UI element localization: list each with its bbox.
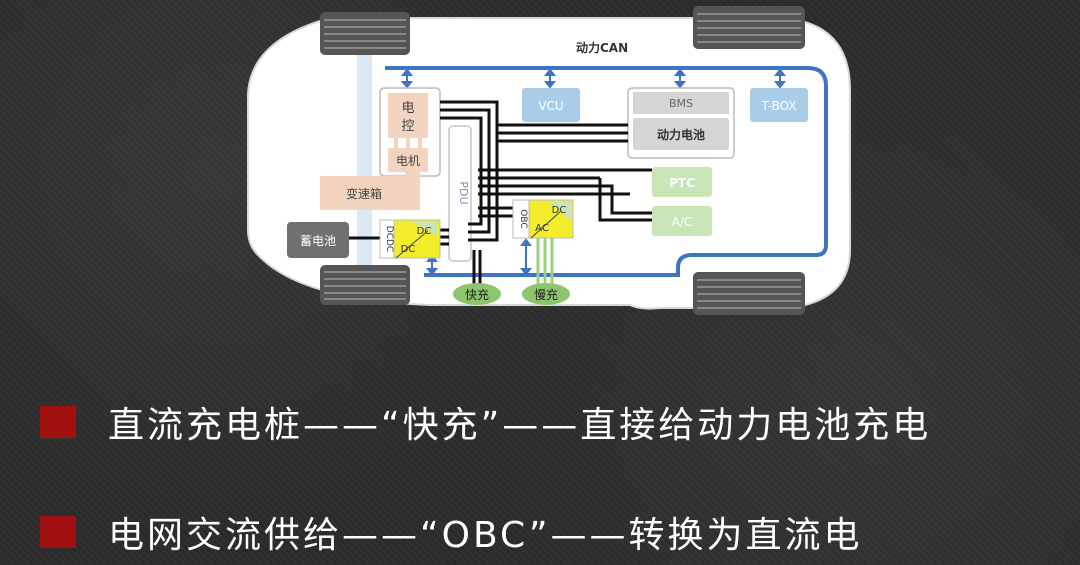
front-axle [357,22,372,302]
bullet-marker [40,516,76,548]
motor-controller-label-1: 电 [401,101,414,116]
vcu-label: VCU [538,99,563,113]
dcdc-top-label: DC [417,226,432,237]
gearbox-box [320,168,420,210]
obc-top-label: DC [552,205,567,216]
tbox-label: T-BOX [760,99,796,113]
can-bus-line [385,66,828,277]
motor-controller-box [388,93,428,138]
dcdc-bottom-label: DC [401,244,416,255]
aux-battery-label: 蓄电池 [300,234,336,248]
tire-rear-bottom [693,272,805,315]
bms-label: BMS [669,97,693,110]
can-label: 动力CAN [576,40,628,55]
battery-box [633,118,729,150]
vcu-box [522,88,580,122]
ac-unit-label: A/C [672,215,693,229]
can-arrows [400,68,787,276]
bms-box [633,92,729,114]
fast-charge-label: 快充 [465,287,489,302]
ptc-label: PTC [669,176,695,190]
dcdc-side-label: DCDC [384,226,394,252]
pdu-label: PDU [457,181,470,204]
car-body [247,17,851,310]
ac-charge-wiring [536,238,554,288]
tbox-box [750,88,808,122]
slow-charge-port [522,283,570,305]
tire-front-bottom [320,265,410,305]
motor-label: 电机 [396,154,420,168]
ptc-box [652,167,712,197]
gearbox-label: 变速箱 [346,186,382,201]
fast-charge-port [453,283,501,305]
bullet-marker [40,406,76,438]
tire-rear-top [693,6,805,49]
slow-charge-label: 慢充 [534,287,558,302]
hv-wiring [440,100,652,290]
tire-front-top [320,12,410,55]
motor-controller-label-2: 控 [401,119,414,134]
battery-label: 动力电池 [657,127,705,142]
bullet-item-obc: 电网交流供给——“OBC”——转换为直流电 [40,506,863,558]
ac-unit-box [652,206,712,236]
pdu-box [448,125,472,262]
obc-bottom-label: AC [535,223,549,234]
obc-side-label: OBC [518,209,528,228]
bullet-text: 电网交流供给——“OBC”——转换为直流电 [108,515,863,556]
aux-battery-box [287,222,349,258]
bullet-text: 直流充电桩——“快充”——直接给动力电池充电 [108,405,932,446]
bullet-item-fast-charge: 直流充电桩——“快充”——直接给动力电池充电 [40,396,931,448]
